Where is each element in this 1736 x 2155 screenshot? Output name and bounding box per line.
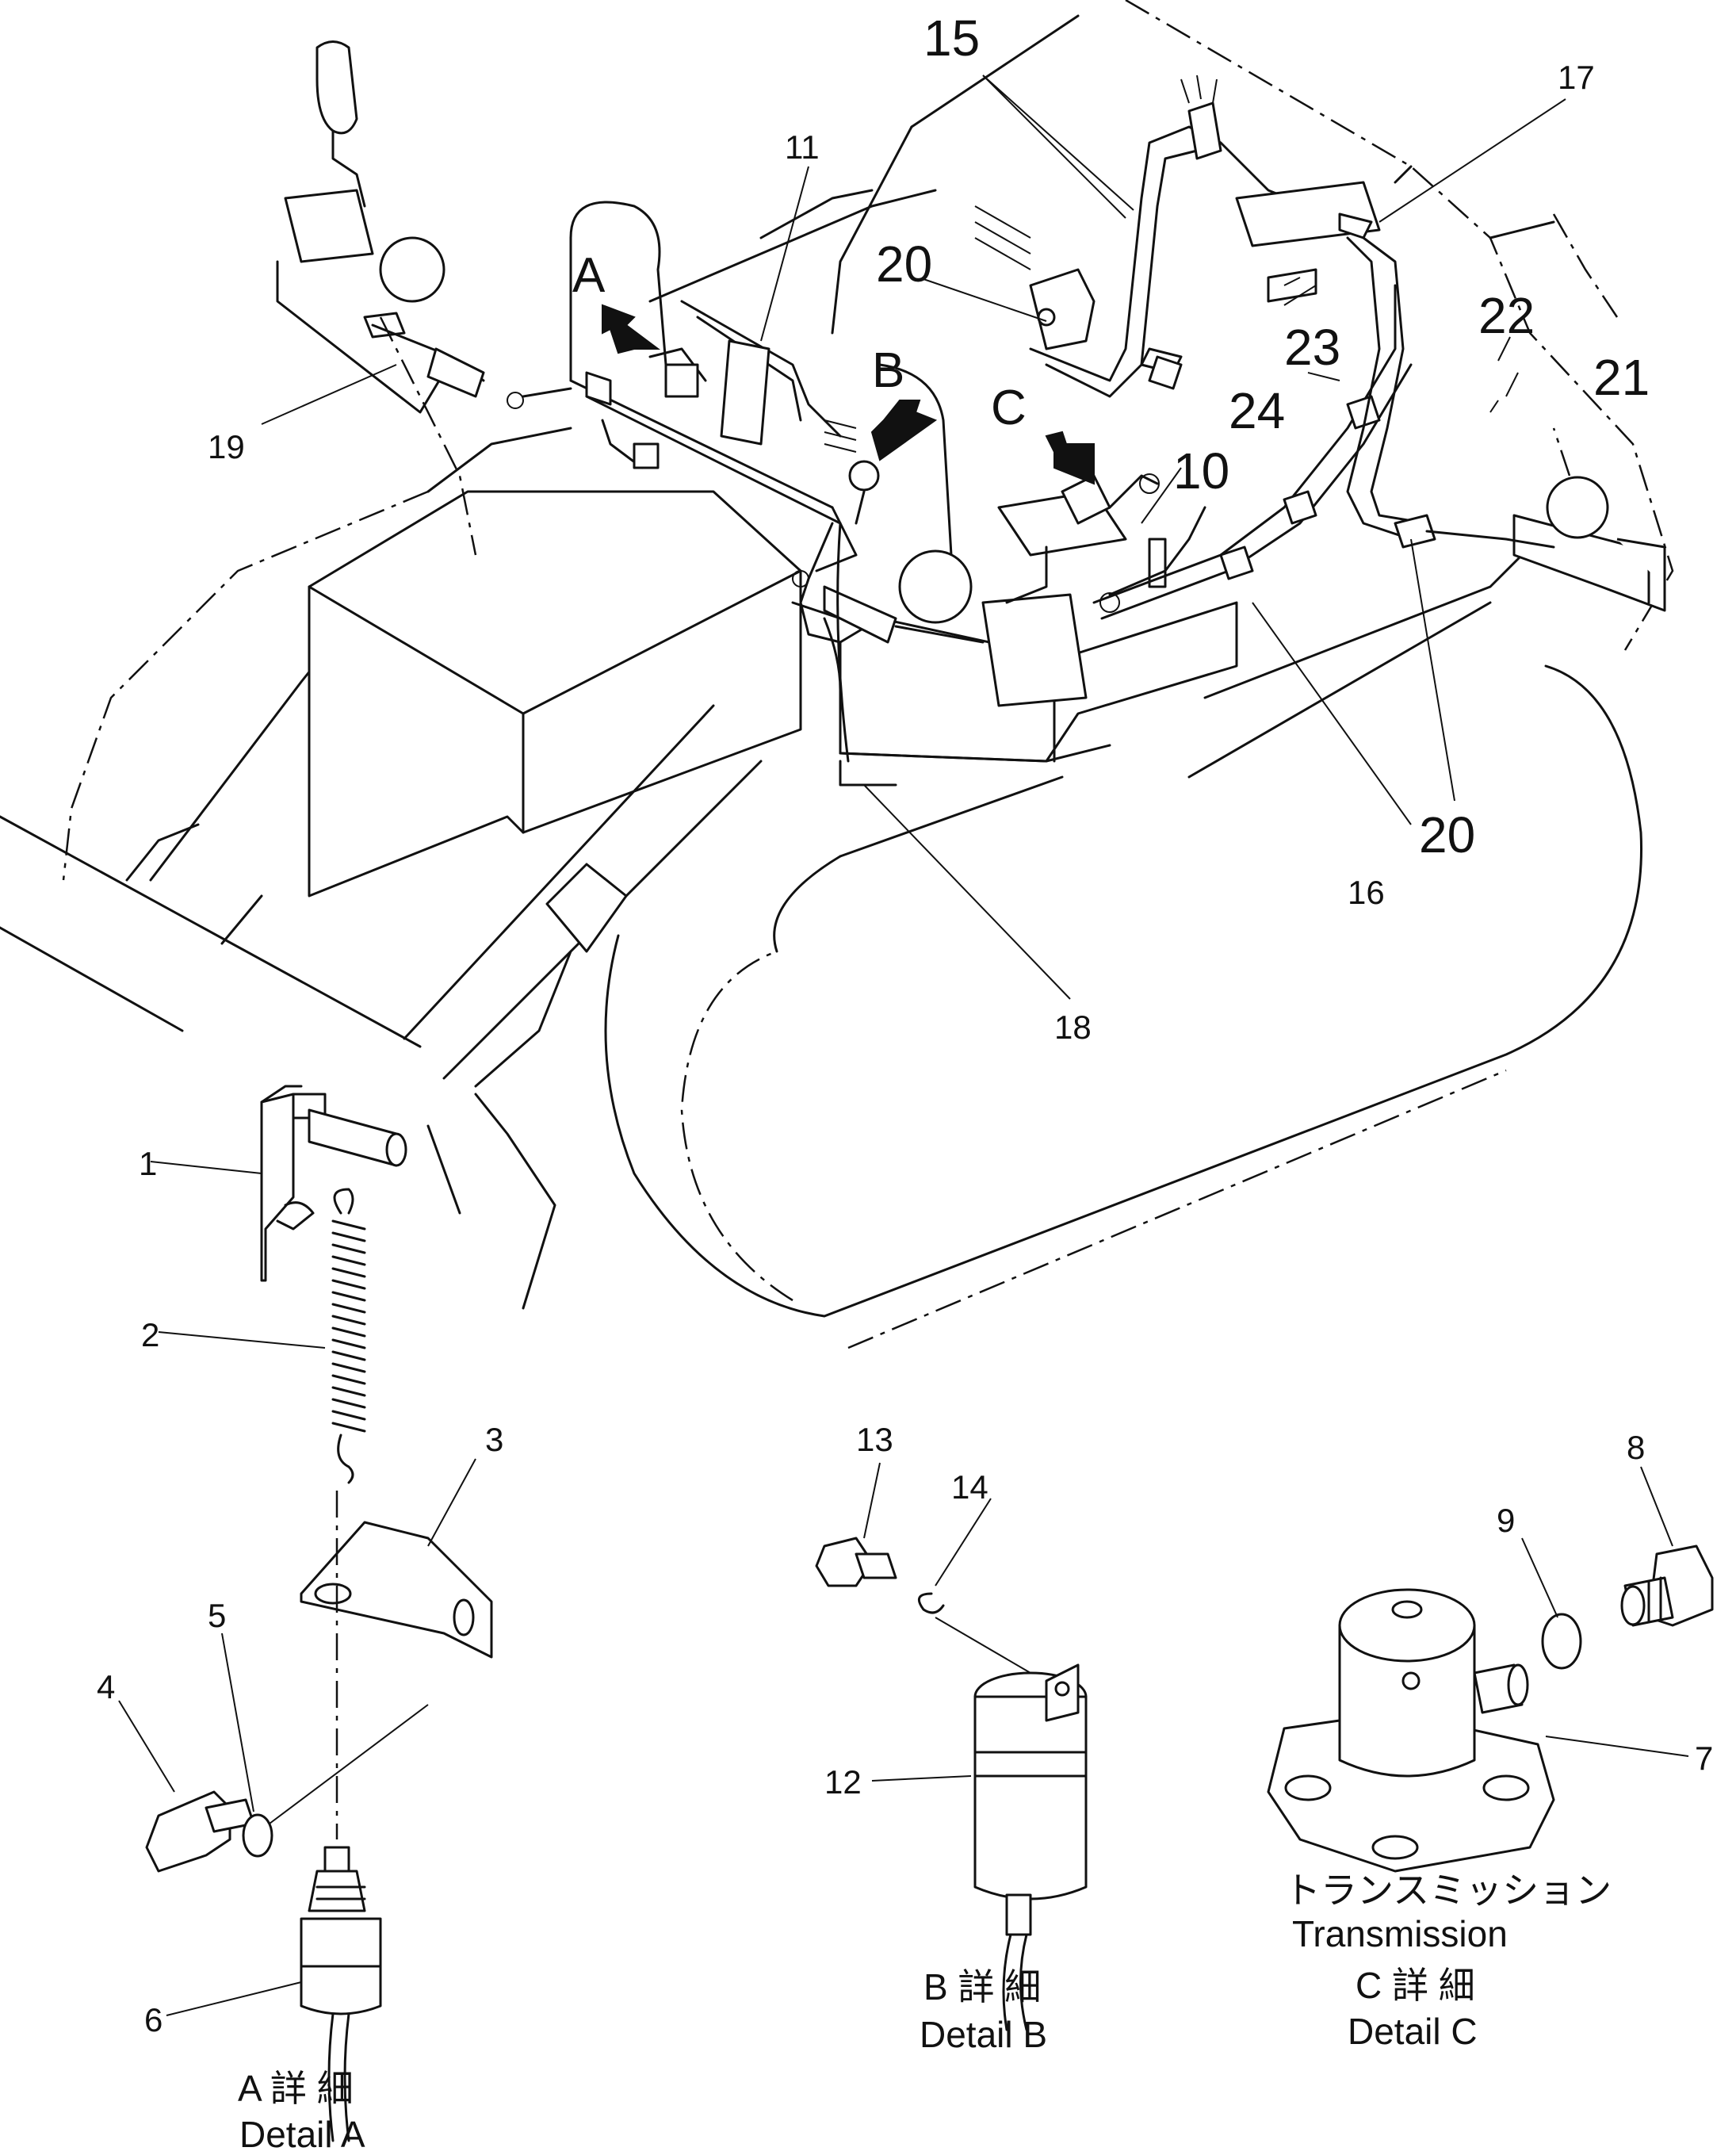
caption-detail-a-en: Detail A (239, 2114, 365, 2155)
callout-14: 14 (951, 1468, 988, 1506)
callout-3: 3 (485, 1421, 503, 1458)
detail-a-group (118, 1085, 493, 2142)
detail-c-group (1267, 1466, 1714, 1873)
callout-23: 23 (1284, 319, 1340, 376)
caption-detail-a-jp: A 詳 細 (238, 2068, 354, 2109)
callout-9: 9 (1497, 1502, 1515, 1539)
caption-detail-c-en: Detail C (1348, 2011, 1478, 2052)
callout-6: 6 (144, 2001, 163, 2038)
callout-13: 13 (856, 1421, 893, 1458)
callout-15: 15 (923, 10, 980, 67)
callout-2: 2 (141, 1316, 159, 1353)
caption-transmission-en: Transmission (1292, 1913, 1508, 1954)
machine-body (0, 0, 1674, 1349)
caption-detail-b-en: Detail B (920, 2014, 1047, 2055)
callout-12: 12 (824, 1763, 862, 1801)
callout-4: 4 (97, 1668, 115, 1705)
detail-b-group (815, 1462, 1088, 2031)
detail-marker-c: C (991, 381, 1027, 435)
callout-5: 5 (208, 1597, 226, 1634)
detail-arrows (602, 304, 1095, 485)
detail-captions: A 詳 細 Detail A B 詳 細 Detail B トランスミッション … (238, 1870, 1612, 2155)
callout-18: 18 (1054, 1009, 1092, 1046)
callout-17: 17 (1558, 59, 1595, 96)
callout-19: 19 (208, 428, 245, 465)
callout-labels: 1 2 3 4 5 6 7 8 9 10 11 12 13 14 15 16 1… (97, 10, 1713, 2038)
caption-detail-b-jp: B 詳 細 (923, 1966, 1041, 2008)
callout-11: 11 (785, 128, 820, 166)
caption-transmission-jp: トランスミッション (1284, 1870, 1612, 1911)
callout-16: 16 (1348, 874, 1385, 911)
detail-marker-b: B (872, 343, 904, 398)
callout-8: 8 (1627, 1429, 1645, 1466)
callout-20-top: 20 (876, 235, 932, 293)
callout-20-right: 20 (1419, 806, 1475, 863)
callout-21: 21 (1593, 349, 1650, 406)
leader-lines (261, 75, 1566, 1000)
callout-10: 10 (1173, 442, 1229, 500)
detail-marker-a: A (572, 248, 606, 303)
callout-22: 22 (1478, 287, 1535, 344)
callout-1: 1 (139, 1145, 157, 1182)
callout-24: 24 (1229, 382, 1285, 439)
callout-7: 7 (1695, 1740, 1713, 1777)
wiring-harness (276, 40, 1609, 787)
caption-detail-c-jp: C 詳 細 (1356, 1965, 1475, 2006)
